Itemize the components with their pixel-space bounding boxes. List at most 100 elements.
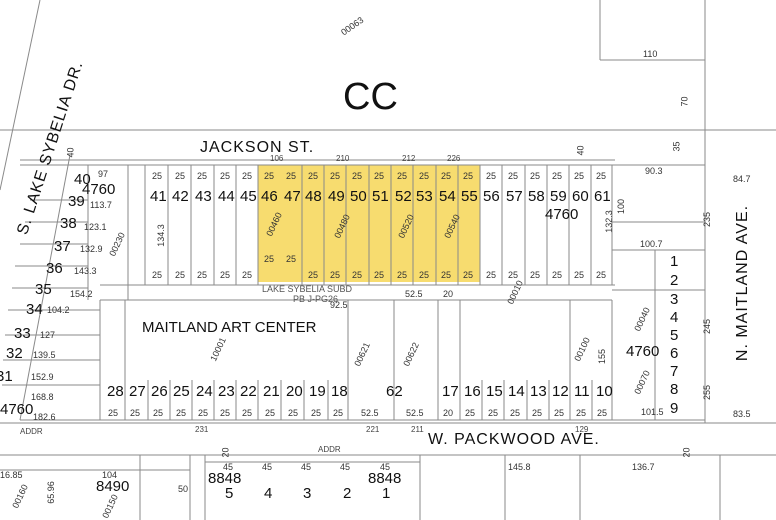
- dimension-label: 45: [340, 462, 351, 472]
- lot-number: 4: [670, 309, 679, 326]
- lot-number: 46: [261, 188, 278, 205]
- lot-number: 12: [552, 383, 569, 400]
- lot-number: 55: [461, 188, 478, 205]
- lot-number: 9: [670, 400, 679, 417]
- lot-number: 5: [225, 485, 234, 502]
- street-number: 226: [447, 154, 461, 163]
- lot-number: 52: [395, 188, 412, 205]
- dimension-label: 25: [441, 171, 452, 181]
- dimension-label: 25: [397, 270, 408, 280]
- lot-number: 50: [350, 188, 367, 205]
- block-number-s1: 8848: [208, 470, 242, 487]
- dimension-label: 113.7: [90, 200, 112, 210]
- lot-number: 19: [309, 383, 326, 400]
- lot-number: 49: [328, 188, 345, 205]
- dimension-label: 25: [176, 408, 187, 418]
- dimension-label: 25: [130, 408, 141, 418]
- dimension-label: 52.5: [361, 408, 379, 418]
- plat-reference: PB J-PG26: [293, 294, 339, 304]
- dimension-label: 25: [374, 171, 385, 181]
- dimension-label: 65.96: [45, 481, 56, 504]
- lot-number: 4: [264, 485, 273, 502]
- lot-number: 60: [572, 188, 589, 205]
- lot-number: 40: [74, 171, 91, 188]
- dimension-label: 70: [679, 96, 690, 107]
- dimension-label: 25: [596, 270, 607, 280]
- dimension-label: 145.8: [508, 462, 531, 472]
- street-number: 210: [336, 154, 350, 163]
- dimension-label: 25: [286, 171, 297, 181]
- dimension-label: 25: [265, 408, 276, 418]
- dimension-label: 25: [463, 270, 474, 280]
- lot-number: 21: [263, 383, 280, 400]
- dimension-label: 101.5: [641, 407, 664, 417]
- street-number: 221: [366, 425, 380, 434]
- dimension-label: 245: [702, 318, 713, 335]
- dimension-label: 25: [264, 254, 275, 264]
- dimension-label: 25: [552, 171, 563, 181]
- dimension-label: 132.3: [603, 210, 614, 233]
- lot-number: 14: [508, 383, 525, 400]
- dimension-label: 25: [197, 171, 208, 181]
- dimension-label: 127: [40, 330, 56, 340]
- dimension-label: 104.2: [47, 305, 70, 315]
- lot-number: 6: [670, 345, 679, 362]
- dimension-label: 25: [530, 270, 541, 280]
- dimension-label: 25: [488, 408, 499, 418]
- dimension-label: 25: [508, 171, 519, 181]
- street-number: 106: [270, 154, 284, 163]
- lot-number: 3: [670, 291, 679, 308]
- lot-number: 1: [670, 253, 679, 270]
- dimension-label: 25: [311, 408, 322, 418]
- dimension-label: 25: [419, 270, 430, 280]
- dimension-label: 134.3: [155, 224, 166, 247]
- dimension-label: 25: [576, 408, 587, 418]
- lot-number: 48: [305, 188, 322, 205]
- dimension-label: 25: [286, 254, 297, 264]
- lot-number: 43: [195, 188, 212, 205]
- street-jackson: JACKSON ST.: [200, 139, 315, 156]
- dimension-label: 25: [508, 270, 519, 280]
- lot-number: 62: [386, 383, 403, 400]
- dimension-label: 152.9: [31, 372, 54, 382]
- lot-number: 25: [173, 383, 190, 400]
- dimension-label: 100.7: [640, 239, 663, 249]
- lot-number: 22: [240, 383, 257, 400]
- street-number: 211: [411, 425, 424, 434]
- dimension-label: 25: [220, 408, 231, 418]
- dimension-label: 50: [178, 484, 189, 494]
- lot-number: 54: [439, 188, 456, 205]
- lot-number: 32: [6, 345, 23, 362]
- lot-number: 45: [240, 188, 257, 205]
- lot-number: 53: [416, 188, 433, 205]
- lot-number: 16: [464, 383, 481, 400]
- dimension-label: 52.5: [406, 408, 424, 418]
- dimension-label: 25: [465, 408, 476, 418]
- dimension-label: 123.1: [84, 222, 107, 232]
- dimension-label: 25: [330, 270, 341, 280]
- lot-number: 24: [196, 383, 213, 400]
- dimension-label: 40: [575, 145, 586, 156]
- dimension-label: 90.3: [645, 166, 663, 176]
- lot-number: 20: [286, 383, 303, 400]
- block-number-west: 4760: [82, 181, 116, 198]
- dimension-label: 25: [333, 408, 344, 418]
- lot-number: 13: [530, 383, 547, 400]
- dimension-label: 25: [330, 171, 341, 181]
- dimension-label: 45: [223, 462, 234, 472]
- dimension-label: 136.7: [632, 462, 655, 472]
- lot-number: 28: [107, 383, 124, 400]
- dimension-label: 25: [530, 171, 541, 181]
- lot-number: 7: [670, 363, 679, 380]
- block-number-left-edge: 4760: [0, 401, 34, 418]
- lot-number: 44: [218, 188, 235, 205]
- dimension-label: 235: [702, 211, 713, 228]
- dimension-label: 25: [486, 270, 497, 280]
- dimension-label: 45: [262, 462, 273, 472]
- dimension-label: 182.6: [33, 412, 56, 422]
- lot-number: 17: [442, 383, 459, 400]
- lot-number: 36: [46, 260, 63, 277]
- dimension-label: 84.7: [733, 174, 751, 184]
